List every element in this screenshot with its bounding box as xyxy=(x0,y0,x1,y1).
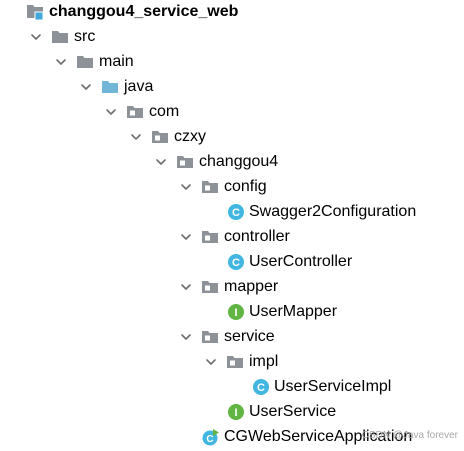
package-icon xyxy=(201,228,219,246)
source-root-folder-icon xyxy=(101,78,119,96)
tree-node-label: czxy xyxy=(174,128,206,145)
tree-node-userserviceimpl[interactable]: UserServiceImpl xyxy=(0,375,464,400)
chevron-down-icon[interactable] xyxy=(180,281,192,293)
chevron-down-icon[interactable] xyxy=(130,131,142,143)
package-icon xyxy=(201,328,219,346)
tree-node-usercontroller[interactable]: UserController xyxy=(0,250,464,275)
watermark-text: CSDN @Java forever xyxy=(361,430,458,441)
tree-node-label: UserServiceImpl xyxy=(274,378,392,395)
package-icon xyxy=(151,128,169,146)
tree-node-label: impl xyxy=(249,353,279,370)
tree-node-main[interactable]: main xyxy=(0,50,464,75)
tree-node-label: UserService xyxy=(249,403,337,420)
chevron-down-icon[interactable] xyxy=(30,31,42,43)
tree-node-label: mapper xyxy=(224,278,279,295)
folder-icon xyxy=(51,28,69,46)
chevron-down-icon[interactable] xyxy=(80,81,92,93)
tree-node-label: changgou4 xyxy=(199,153,279,170)
package-icon xyxy=(126,103,144,121)
interface-icon xyxy=(227,303,245,321)
chevron-down-icon[interactable] xyxy=(155,156,167,168)
class-icon xyxy=(227,253,245,271)
tree-node-com[interactable]: com xyxy=(0,100,464,125)
chevron-down-icon[interactable] xyxy=(55,56,67,68)
folder-icon xyxy=(76,53,94,71)
interface-icon xyxy=(227,403,245,421)
tree-node-label: UserMapper xyxy=(249,303,338,320)
tree-node-impl[interactable]: impl xyxy=(0,350,464,375)
tree-node-label: Swagger2Configuration xyxy=(249,203,417,220)
tree-node-changgou4[interactable]: changgou4 xyxy=(0,150,464,175)
tree-node-src[interactable]: src xyxy=(0,25,464,50)
package-icon xyxy=(226,353,244,371)
tree-node-root-module[interactable]: changgou4_service_web xyxy=(0,0,464,25)
tree-node-label: CGWebServiceApplication xyxy=(224,428,413,445)
tree-node-label: main xyxy=(99,53,134,70)
tree-node-cgwebserviceapplication[interactable]: CGWebServiceApplication xyxy=(0,425,464,450)
chevron-down-icon[interactable] xyxy=(180,181,192,193)
tree-node-usermapper[interactable]: UserMapper xyxy=(0,300,464,325)
tree-node-czxy[interactable]: czxy xyxy=(0,125,464,150)
package-icon xyxy=(201,278,219,296)
tree-node-label: src xyxy=(74,28,96,45)
tree-node-controller[interactable]: controller xyxy=(0,225,464,250)
tree-node-label: changgou4_service_web xyxy=(49,3,239,20)
tree-node-userservice[interactable]: UserService xyxy=(0,400,464,425)
tree-node-java[interactable]: java xyxy=(0,75,464,100)
tree-node-label: UserController xyxy=(249,253,353,270)
chevron-down-icon[interactable] xyxy=(205,356,217,368)
package-icon xyxy=(176,153,194,171)
tree-node-label: java xyxy=(124,78,154,95)
module-folder-icon xyxy=(26,3,44,21)
chevron-down-icon[interactable] xyxy=(180,331,192,343)
class-icon xyxy=(227,203,245,221)
tree-node-label: controller xyxy=(224,228,290,245)
tree-node-config[interactable]: config xyxy=(0,175,464,200)
chevron-down-icon[interactable] xyxy=(105,106,117,118)
tree-node-label: com xyxy=(149,103,180,120)
chevron-down-icon[interactable] xyxy=(180,231,192,243)
class-icon xyxy=(252,378,270,396)
tree-node-mapper[interactable]: mapper xyxy=(0,275,464,300)
tree-node-swagger2configuration[interactable]: Swagger2Configuration xyxy=(0,200,464,225)
tree-node-label: service xyxy=(224,328,275,345)
package-icon xyxy=(201,178,219,196)
spring-boot-application-icon xyxy=(202,428,220,446)
tree-node-label: config xyxy=(224,178,267,195)
tree-node-service[interactable]: service xyxy=(0,325,464,350)
